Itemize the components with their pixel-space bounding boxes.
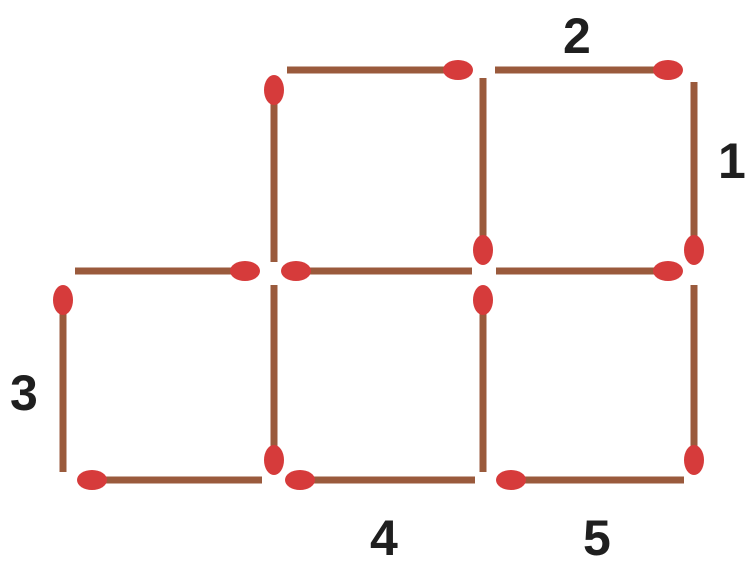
matchstick-head: [285, 470, 315, 490]
matchstick-head: [264, 445, 284, 475]
label-2: 2: [563, 8, 591, 64]
matchstick: [684, 285, 704, 475]
matchstick: [473, 78, 493, 265]
matchsticks: [53, 60, 704, 490]
matchstick-head: [653, 261, 683, 281]
matchstick-head: [496, 470, 526, 490]
label-4: 4: [370, 510, 398, 563]
matchstick: [53, 285, 73, 472]
matchstick-head: [53, 285, 73, 315]
matchstick-head: [653, 60, 683, 80]
matchstick-head: [230, 261, 260, 281]
matchstick: [77, 470, 262, 490]
matchstick-head: [684, 445, 704, 475]
matchstick: [684, 82, 704, 265]
matchstick-head: [473, 235, 493, 265]
matchstick: [285, 470, 475, 490]
matchstick-head: [473, 285, 493, 315]
matchstick-head: [443, 60, 473, 80]
matchstick-head: [264, 75, 284, 105]
matchstick: [496, 470, 684, 490]
label-1: 1: [718, 133, 746, 189]
matchstick: [473, 285, 493, 472]
matchstick: [264, 75, 284, 262]
matchstick: [281, 261, 472, 281]
matchstick-head: [684, 235, 704, 265]
label-5: 5: [583, 510, 611, 563]
matchstick: [287, 60, 473, 80]
matchstick: [75, 261, 260, 281]
matchstick-head: [281, 261, 311, 281]
label-3: 3: [10, 365, 38, 421]
matchstick-head: [77, 470, 107, 490]
matchstick: [496, 261, 683, 281]
matchstick: [264, 285, 284, 475]
